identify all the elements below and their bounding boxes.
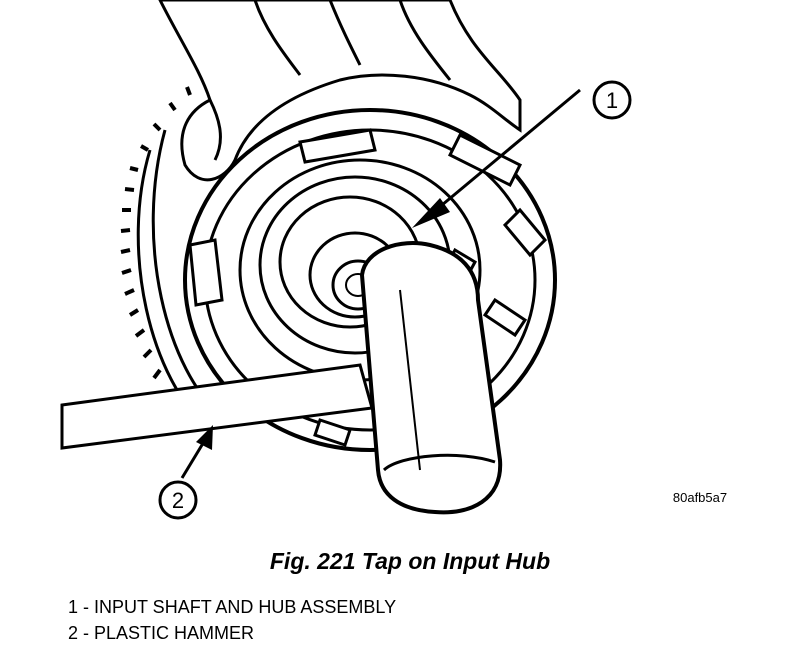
figure-code: 80afb5a7 — [673, 490, 727, 505]
hand — [158, 0, 522, 182]
callout-2-number: 2 — [172, 488, 184, 513]
figure-caption: Fig. 221 Tap on Input Hub — [269, 548, 551, 574]
callout-1-number: 1 — [606, 88, 618, 113]
plastic-hammer — [60, 241, 503, 515]
tap-on-input-hub-illustration: 1 2 80afb5a7 — [60, 0, 727, 520]
gear-teeth — [120, 86, 192, 380]
callout-1: 1 — [412, 80, 632, 228]
callout-2: 2 — [158, 425, 213, 520]
legend-item: 1 - INPUT SHAFT AND HUB ASSEMBLY — [68, 597, 397, 617]
legend-item: 2 - PLASTIC HAMMER — [68, 623, 255, 643]
legend: 1 - INPUT SHAFT AND HUB ASSEMBLY 2 - PLA… — [68, 594, 396, 646]
hammer-head — [359, 241, 503, 515]
